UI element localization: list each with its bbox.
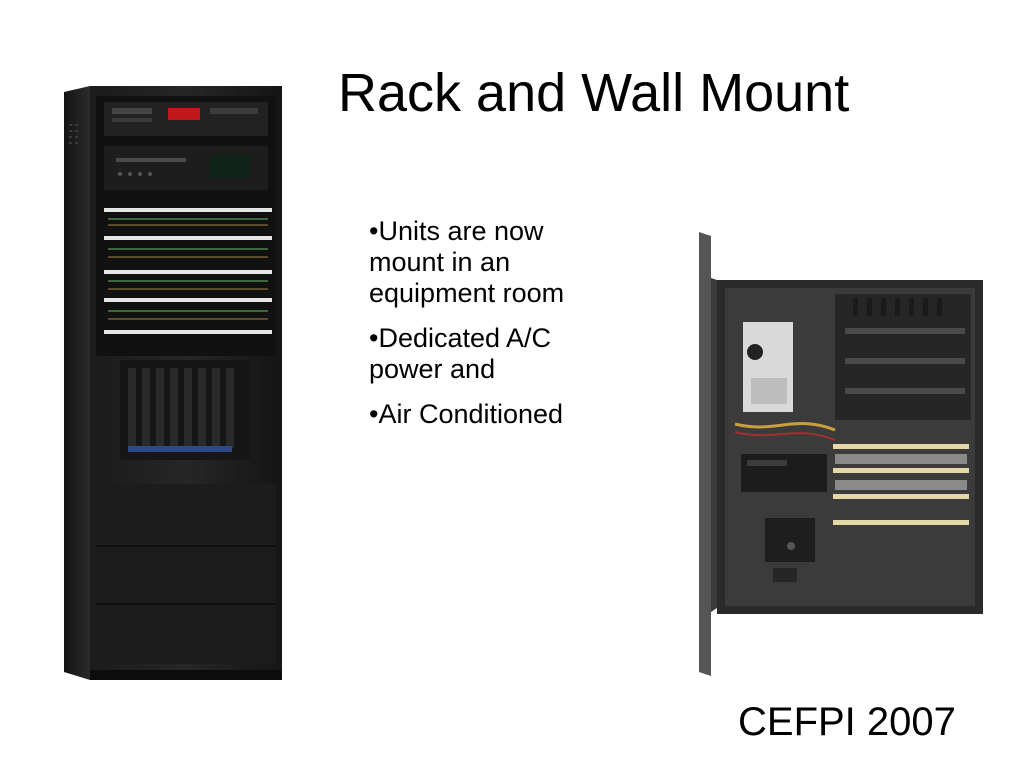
bullet-item-air: •Air Conditioned <box>369 399 564 430</box>
bullet-item-units: •Units are now mount in an equipment roo… <box>369 216 565 309</box>
footer-text: CEFPI 2007 <box>738 700 956 744</box>
wall-mount-cabinet-image <box>695 228 985 680</box>
bullet-item-power: •Dedicated A/C power and <box>369 323 552 385</box>
bullet-list: •Units are now mount in an equipment roo… <box>369 216 619 444</box>
slide-title: Rack and Wall Mount <box>338 63 850 123</box>
equipment-rack-image <box>60 84 285 684</box>
